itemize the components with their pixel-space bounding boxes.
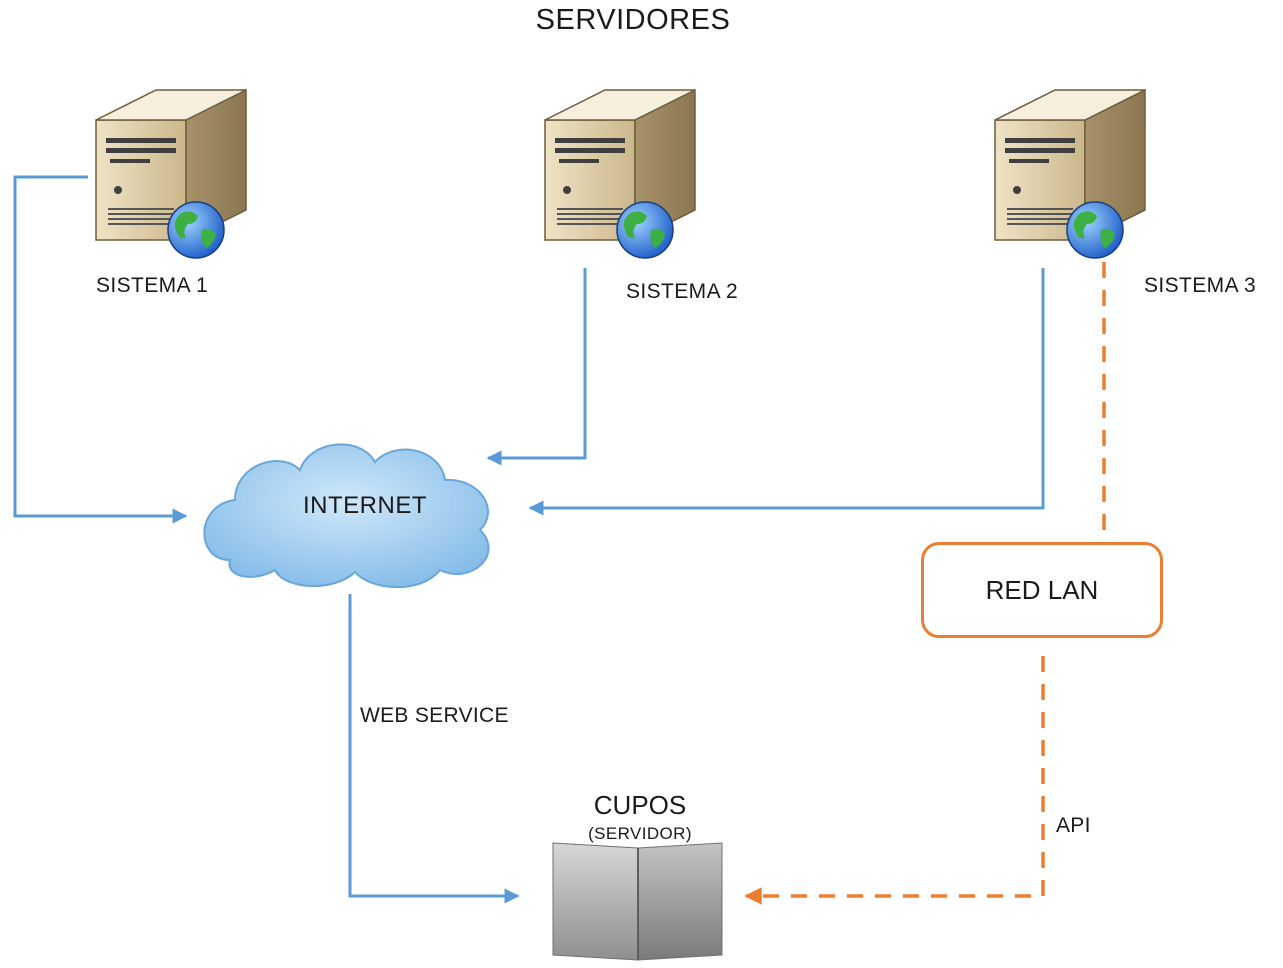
sistema-2-server-icon <box>544 89 696 259</box>
web-service-label: WEB SERVICE <box>360 704 509 727</box>
edge-sistema2-internet <box>486 268 587 466</box>
sistema-1-server-icon <box>95 89 247 259</box>
internet-label: INTERNET <box>303 492 427 519</box>
red-lan-label: RED LAN <box>985 574 1099 605</box>
sistema-3-server-icon <box>994 89 1146 259</box>
cupos-sublabel: (SERVIDOR) <box>588 824 692 843</box>
sistema-2-label: SISTEMA 2 <box>626 280 739 303</box>
sistema-3-label: SISTEMA 3 <box>1144 274 1257 297</box>
api-label: API <box>1056 814 1091 837</box>
red-lan-box: RED LAN <box>921 542 1163 638</box>
cupos-label: CUPOS <box>593 790 687 820</box>
internet-cloud-icon <box>203 443 490 589</box>
edge-sistema1-internet <box>13 175 188 524</box>
sistema-1-label: SISTEMA 1 <box>96 274 209 297</box>
cupos-server-box-icon <box>552 842 723 961</box>
edge-sistema3-internet <box>528 268 1045 516</box>
edge-internet-cupos <box>348 594 520 904</box>
diagram-title: SERVIDORES <box>535 4 731 36</box>
edge-redlan-cupos <box>744 656 1045 905</box>
